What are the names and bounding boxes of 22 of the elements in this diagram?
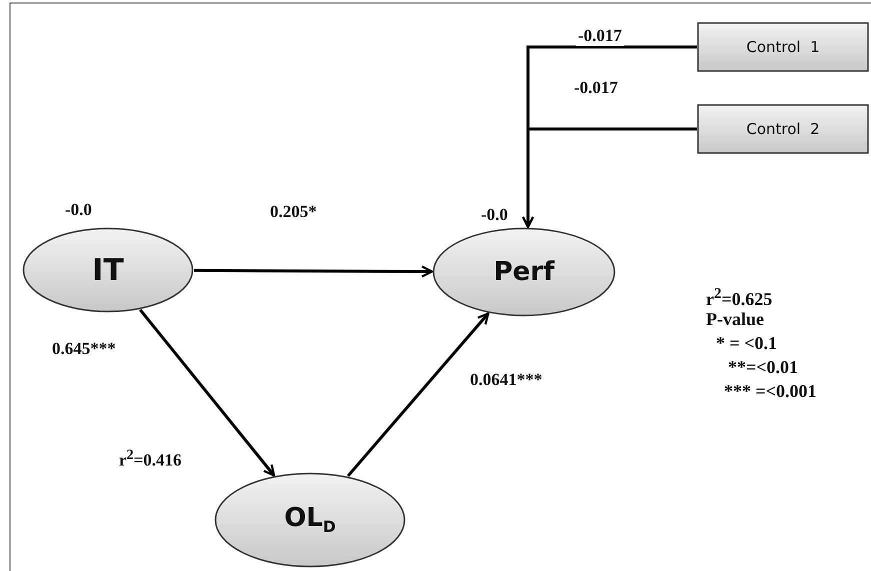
- construct-ellipse: [432, 227, 616, 317]
- note-text: **=<0.01: [728, 358, 798, 378]
- value-label: r$^{2}$=0.416: [119, 448, 182, 470]
- node-label: Perf: [494, 257, 554, 287]
- note-text: P-value: [706, 310, 764, 330]
- construct-ellipse: [214, 472, 406, 568]
- control-box: [697, 22, 869, 72]
- path-arrow: [139, 308, 276, 477]
- path-arrow: [522, 128, 697, 228]
- control-box: [697, 104, 869, 154]
- construct-ellipse: [22, 227, 194, 313]
- path-arrow: [346, 312, 490, 477]
- note-text: * = <0.1: [716, 334, 778, 354]
- node-label: OL$_{D}$: [284, 503, 336, 537]
- note-text: r$^{2}$=0.625: [706, 286, 772, 310]
- value-label: -0.0: [65, 201, 92, 220]
- node-label: IT: [92, 252, 124, 288]
- node-label: Control 1: [746, 38, 820, 56]
- node-label: Control 2: [746, 120, 820, 138]
- value-label: -0.0: [481, 206, 508, 225]
- path-arrow: [194, 265, 434, 278]
- note-text: *** =<0.001: [724, 382, 817, 402]
